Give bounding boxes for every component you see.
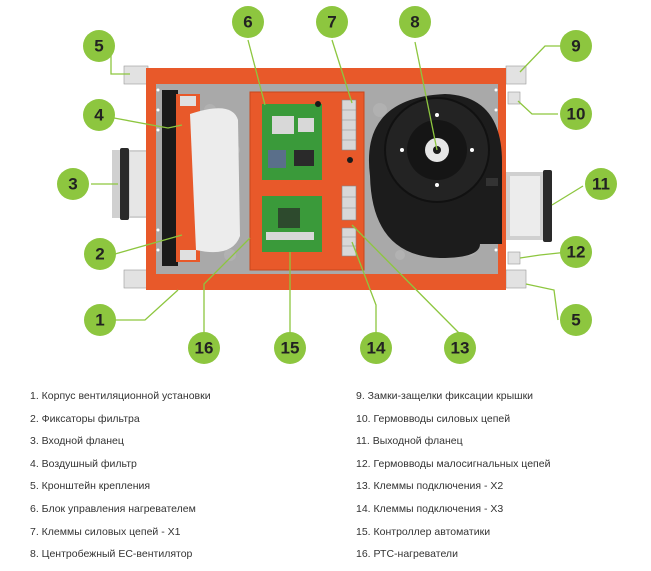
svg-text:15: 15 [281,339,300,358]
callout-badge-7: 7 [316,6,348,38]
svg-text:11: 11 [592,175,610,194]
parts-legend: 1. Корпус вентиляционной установки 2. Фи… [0,380,651,570]
callout-badge-14: 14 [360,332,392,364]
svg-text:1: 1 [95,311,104,330]
callout-badge-16: 16 [188,332,220,364]
inlet-flange [112,148,152,220]
legend-item-10: 10. Гермовводы силовых цепей [356,413,511,425]
svg-text:5: 5 [571,311,580,330]
callout-badge-4: 4 [83,99,115,131]
svg-text:9: 9 [571,37,580,56]
callout-badge-3: 3 [57,168,89,200]
terminals-x1 [341,99,357,151]
svg-text:8: 8 [410,13,419,32]
legend-item-11: 11. Выходной фланец [356,435,463,447]
svg-text:3: 3 [68,175,77,194]
legend-item-12: 12. Гермовводы малосигнальных цепей [356,458,551,470]
callout-badge-13: 13 [444,332,476,364]
svg-text:2: 2 [95,245,104,264]
air-filter [190,108,240,253]
svg-text:16: 16 [195,339,214,358]
callout-badge-9: 9 [560,30,592,62]
callout-badge-5-top: 5 [83,30,115,62]
heater-pcb [262,104,322,180]
legend-item-7: 7. Клеммы силовых цепей - Х1 [30,526,181,538]
mounting-bracket [123,65,527,289]
legend-item-13: 13. Клеммы подключения - Х2 [356,480,504,492]
svg-text:5: 5 [94,37,103,56]
ventilation-unit-diagram: 1 2 3 4 5 5 6 7 8 9 10 11 [57,6,617,364]
legend-item-9: 9. Замки-защелки фиксации крышки [356,390,534,402]
svg-text:6: 6 [243,13,252,32]
svg-text:10: 10 [567,105,586,124]
callout-badge-15: 15 [274,332,306,364]
terminals-x2 [341,185,357,221]
callout-badge-12: 12 [560,236,592,268]
svg-text:14: 14 [367,339,386,358]
callout-badge-8: 8 [399,6,431,38]
callout-badge-2: 2 [84,238,116,270]
leader-lines [91,39,584,335]
svg-text:7: 7 [327,13,336,32]
legend-item-1: 1. Корпус вентиляционной установки [30,390,211,402]
legend-item-14: 14. Клеммы подключения - Х3 [356,503,504,515]
legend-item-5: 5. Кронштейн крепления [30,480,151,492]
legend-item-15: 15. Контроллер автоматики [356,526,491,538]
callout-badge-11: 11 [585,168,617,200]
legend-item-6: 6. Блок управления нагревателем [30,503,196,515]
legend-item-3: 3. Входной фланец [30,435,124,447]
callout-badge-10: 10 [560,98,592,130]
legend-item-8: 8. Центробежный ЕС-вентилятор [30,548,193,560]
callout-badge-6: 6 [232,6,264,38]
svg-text:12: 12 [567,243,586,262]
legend-item-4: 4. Воздушный фильтр [30,458,137,470]
legend-item-16: 16. РТС-нагреватели [356,548,458,560]
legend-item-2: 2. Фиксаторы фильтра [30,413,140,425]
centrifugal-ec-fan [368,94,502,258]
callout-badge-1: 1 [84,304,116,336]
callout-badge-5-bottom: 5 [560,304,592,336]
svg-text:13: 13 [451,339,470,358]
outlet-flange [500,170,552,242]
terminals-x3 [341,227,357,257]
svg-text:4: 4 [94,106,104,125]
